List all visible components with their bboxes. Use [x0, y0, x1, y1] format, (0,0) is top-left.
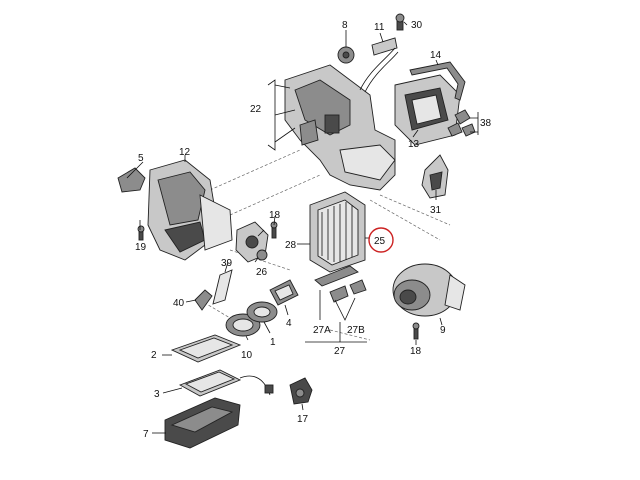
actuator-knob [337, 46, 355, 64]
filter-element-3 [178, 369, 274, 397]
callout-26: 26 [256, 267, 268, 278]
callout-18-upper: 18 [269, 210, 281, 221]
callout-39: 39 [221, 258, 233, 269]
callout-12: 12 [179, 147, 191, 158]
callout-1: 1 [270, 337, 276, 348]
highlight-circle-25 [368, 227, 394, 253]
callout-31: 31 [430, 205, 442, 216]
callout-2: 2 [151, 350, 157, 361]
callout-18-lower: 18 [410, 346, 422, 357]
filter-insert-2 [170, 334, 242, 363]
lever-arm [359, 37, 399, 93]
screw-30 [395, 13, 405, 31]
callout-27b: 27B [347, 325, 365, 336]
pollen-filter [309, 191, 366, 273]
screw-19 [137, 225, 145, 241]
callout-22: 22 [250, 104, 262, 115]
blower-motor [392, 263, 466, 317]
duct-seal-ring-1 [246, 301, 278, 323]
callout-11: 11 [374, 22, 385, 33]
air-distribution-housing [284, 64, 396, 191]
filter-cover-strips [314, 265, 367, 303]
lower-housing-7 [164, 397, 241, 449]
filter-pleats [321, 202, 353, 262]
callout-9: 9 [440, 325, 446, 336]
callout-40: 40 [173, 298, 185, 309]
callout-7: 7 [143, 429, 149, 440]
callout-3: 3 [154, 389, 160, 400]
seal-gasket [409, 61, 466, 101]
screw-18-lower [412, 322, 420, 340]
heater-core-box [394, 74, 461, 146]
callout-5: 5 [138, 153, 144, 164]
callout-10: 10 [241, 350, 253, 361]
callout-19: 19 [135, 242, 147, 253]
callout-13: 13 [408, 139, 420, 150]
callout-28: 28 [285, 240, 297, 251]
callout-38: 38 [480, 118, 492, 129]
callout-8: 8 [342, 20, 348, 31]
link-40 [194, 289, 213, 311]
callout-4: 4 [286, 318, 292, 329]
callout-27a: 27A [313, 325, 331, 336]
heater-housing [147, 159, 233, 261]
servo-motor [235, 221, 269, 263]
callout-labels: 8 11 30 14 22 13 38 31 12 5 19 18 26 39 … [135, 20, 492, 440]
seal-ring-4 [269, 279, 299, 306]
flap-actuator [421, 154, 449, 199]
callout-25: 25 [374, 236, 386, 247]
callout-14: 14 [430, 50, 442, 61]
electrical-connector-17 [289, 377, 313, 405]
callout-27: 27 [334, 346, 346, 357]
callout-30: 30 [411, 20, 423, 31]
connecting-rod [212, 269, 233, 305]
bracket-5 [117, 167, 146, 193]
leader-lines [126, 21, 479, 434]
callout-17: 17 [297, 414, 309, 425]
